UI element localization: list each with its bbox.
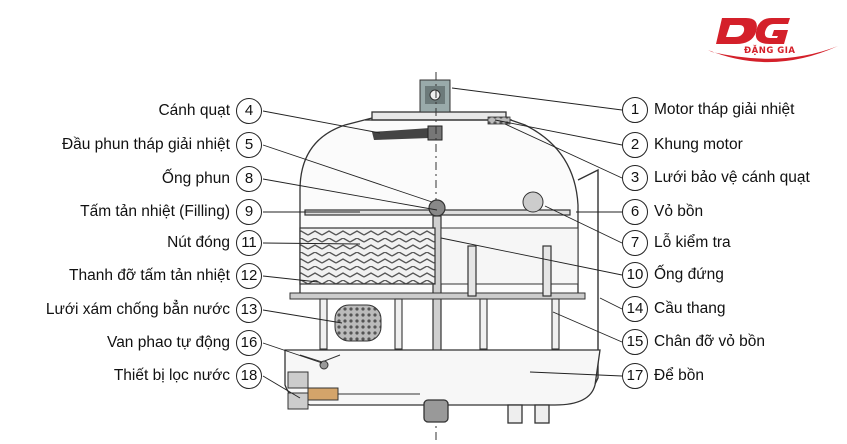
spray-assembly bbox=[304, 199, 571, 387]
callout-number: 10 bbox=[622, 262, 648, 288]
callout-label: Thiết bị lọc nước bbox=[113, 367, 230, 384]
callout-label: Để bồn bbox=[654, 367, 704, 384]
dang-gia-logo bbox=[708, 18, 838, 63]
callout-number: 6 bbox=[622, 199, 648, 225]
callout-label: Nút đóng bbox=[167, 234, 230, 251]
callout-label: Ống đứng bbox=[654, 266, 724, 283]
logo-text: ĐẶNG GIA bbox=[744, 46, 796, 56]
callout-label: Motor tháp giải nhiệt bbox=[654, 101, 795, 118]
callout-label: Lỗ kiểm tra bbox=[654, 234, 731, 251]
filling-media bbox=[299, 227, 436, 285]
standpipes bbox=[467, 245, 552, 297]
callout-label: Cánh quạt bbox=[158, 102, 230, 119]
callout-number: 15 bbox=[622, 329, 648, 355]
callout-label: Lưới bảo vệ cánh quạt bbox=[654, 169, 810, 186]
basin bbox=[284, 349, 601, 424]
callout-number: 16 bbox=[236, 330, 262, 356]
callout-number: 17 bbox=[622, 363, 648, 389]
callout-label: Cầu thang bbox=[654, 300, 726, 317]
callout-label: Thanh đỡ tấm tản nhiệt bbox=[69, 267, 230, 284]
anti-splash-mesh bbox=[334, 304, 382, 342]
inner-legs bbox=[319, 298, 560, 350]
callout-label: Lưới xám chống bẳn nước bbox=[45, 301, 230, 318]
filling-support-beam bbox=[289, 292, 586, 300]
callout-number: 11 bbox=[236, 230, 262, 256]
callout-number: 14 bbox=[622, 296, 648, 322]
motor bbox=[419, 79, 451, 113]
callout-number: 4 bbox=[236, 98, 262, 124]
callout-label: Tấm tản nhiệt (Filling) bbox=[80, 203, 230, 220]
callout-number: 7 bbox=[622, 230, 648, 256]
callout-label: Đầu phun tháp giải nhiệt bbox=[61, 136, 230, 153]
callout-label: Vỏ bồn bbox=[654, 203, 704, 220]
callout-label: Chân đỡ vỏ bồn bbox=[654, 333, 765, 350]
fan-blade bbox=[372, 125, 443, 141]
callout-number: 12 bbox=[236, 263, 262, 289]
callout-number: 2 bbox=[622, 132, 648, 158]
callout-number: 3 bbox=[622, 165, 648, 191]
filling-media-right bbox=[440, 227, 579, 285]
callout-label: Khung motor bbox=[654, 136, 743, 153]
callout-number: 9 bbox=[236, 199, 262, 225]
inspection-hole bbox=[522, 191, 544, 213]
callout-number: 13 bbox=[236, 297, 262, 323]
callout-number: 1 bbox=[622, 97, 648, 123]
leader-lines bbox=[262, 87, 623, 399]
callout-number: 5 bbox=[236, 132, 262, 158]
callout-number: 18 bbox=[236, 363, 262, 389]
water-filter bbox=[287, 371, 420, 410]
callout-label: Ống phun bbox=[161, 170, 230, 187]
callout-number: 8 bbox=[236, 166, 262, 192]
callout-label: Van phao tự động bbox=[107, 334, 230, 351]
